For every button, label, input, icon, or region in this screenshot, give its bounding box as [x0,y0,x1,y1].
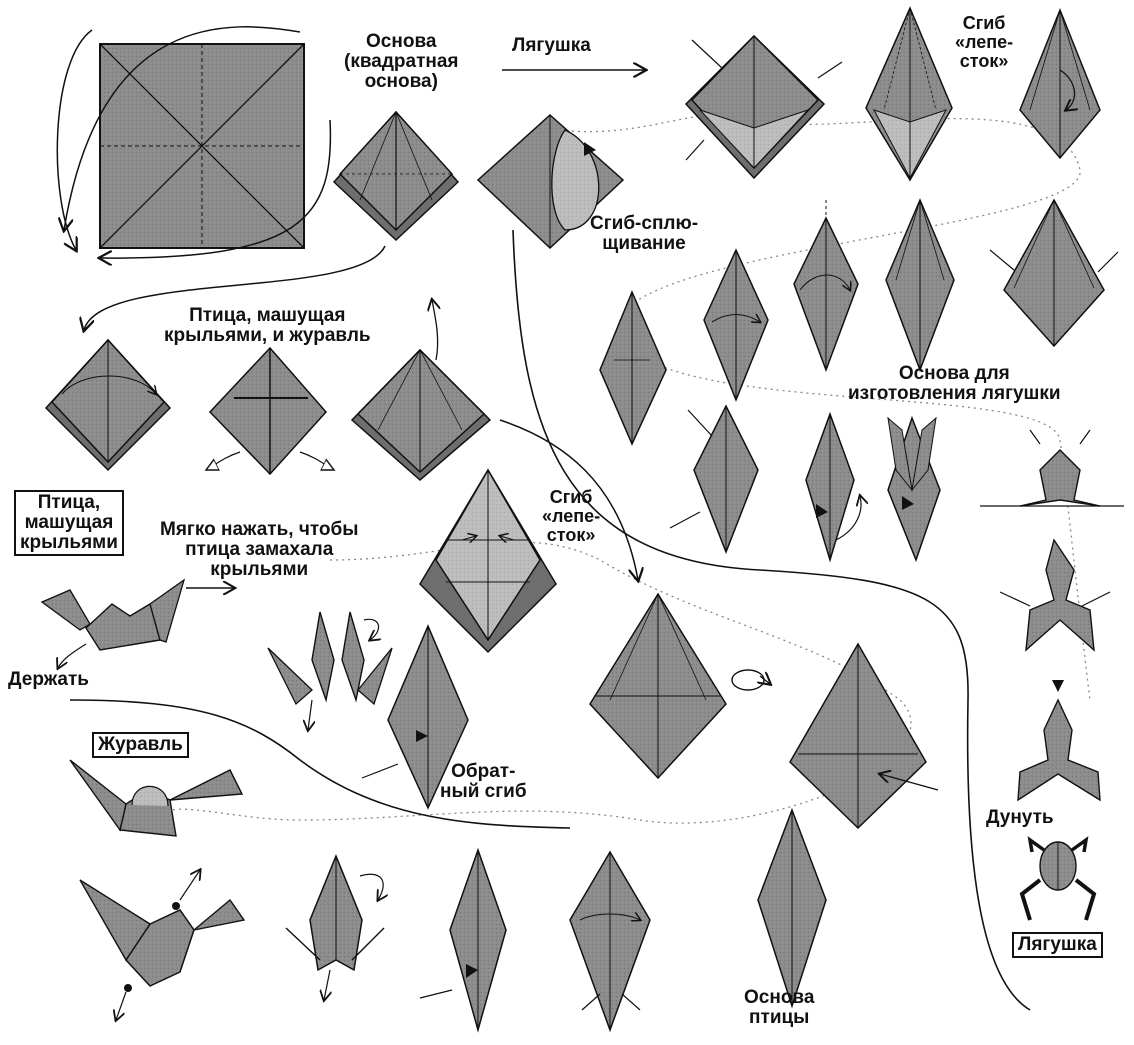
frog-base-step-1 [670,406,758,552]
squash-fold-step-5 [990,200,1118,346]
petal-fold-top-line-1: Сгиб [955,14,1013,33]
petal-fold-mid-line-3: сток» [542,526,600,545]
hold-label: Держать [8,670,89,690]
petal-fold-model [420,470,556,652]
frog-step-2 [866,8,952,180]
frog-base-line-1: Основа для [848,364,1061,384]
frog-base-line-2: изготовления лягушки [848,384,1061,404]
crane-step-2 [420,850,506,1030]
petal-fold-top-label: Сгиб «лепе- сток» [955,14,1013,71]
bird-base-line-1: Основа [744,988,814,1008]
flapping-and-crane-line-2: крыльями, и журавль [164,326,371,346]
petal-fold-top-line-3: сток» [955,52,1013,71]
square-base-label-line-3: основа) [344,72,459,92]
press-gently-line-2: птица замахала [160,540,358,560]
petal-fold-mid-line-2: «лепе- [542,507,600,526]
frog-step-3 [1020,10,1100,158]
frog-base-label: Основа для изготовления лягушки [848,364,1061,404]
hold-text: Держать [8,670,89,690]
reverse-fold-line-2: ный сгиб [440,782,527,802]
frog-box-text: Лягушка [1018,935,1097,955]
squash-fold-step-3 [794,200,858,370]
crane-step-1 [570,852,650,1030]
bird-base-final [758,810,826,1006]
square-base-label: Основа (квадратная основа) [344,32,459,92]
bird-base-front [590,594,770,778]
blow-label: Дунуть [986,808,1054,828]
flapping-and-crane-label: Птица, машущая крыльями, и журавль [164,306,371,346]
frog-base-step-3 [888,418,940,560]
squash-fold-line-2: щивание [590,234,698,254]
petal-fold-mid-line-1: Сгиб [542,488,600,507]
press-gently-line-3: крыльями [160,560,358,580]
flapping-bird-model [42,580,234,668]
flapping-bird-box-line-1: Птица, [20,493,118,513]
frog-shaping-2 [1000,540,1110,650]
squash-fold-label: Сгиб-сплю- щивание [590,214,698,254]
frog-box: Лягушка [1012,932,1103,958]
crane-box: Журавль [92,732,189,758]
frog-base-step-2 [806,414,861,560]
squash-fold-step-2 [704,250,768,400]
squash-fold-step-4 [886,200,954,370]
crane-step-3 [286,856,384,1000]
crane-finished [70,760,242,836]
frog-arrow-label: Лягушка [512,36,591,56]
crane-finished-lower [80,870,244,1020]
frog-step-1 [686,36,842,178]
squash-fold-line-1: Сгиб-сплю- [590,214,698,234]
flapping-bird-box: Птица, машущая крыльями [14,490,124,556]
blow-text: Дунуть [986,808,1054,828]
square-base-label-line-2: (квадратная [344,52,459,72]
flapping-step-model [268,612,392,730]
square-base-label-line-1: Основа [344,32,459,52]
bird-base-label: Основа птицы [744,988,814,1028]
reverse-fold-label: Обрат- ный сгиб [440,762,527,802]
flapping-bird-box-line-3: крыльями [20,533,118,553]
frog-shaping-3 [1018,680,1100,800]
frog-finished [1022,840,1094,920]
squash-fold-step-1 [600,292,666,444]
bird-base-line-2: птицы [744,1008,814,1028]
press-gently-label: Мягко нажать, чтобы птица замахала крыль… [160,520,358,580]
frog-shaping-1 [980,430,1124,506]
flapping-and-crane-line-1: Птица, машущая [164,306,371,326]
press-gently-line-1: Мягко нажать, чтобы [160,520,358,540]
frog-arrow-text: Лягушка [512,36,591,56]
reverse-fold-line-1: Обрат- [440,762,527,782]
flapping-bird-box-line-2: машущая [20,513,118,533]
petal-fold-top-line-2: «лепе- [955,33,1013,52]
bird-step-1 [46,340,170,470]
crane-box-text: Журавль [98,735,183,755]
square-sheet [57,27,330,258]
petal-fold-mid-label: Сгиб «лепе- сток» [542,488,600,545]
bird-step-2 [206,348,334,474]
